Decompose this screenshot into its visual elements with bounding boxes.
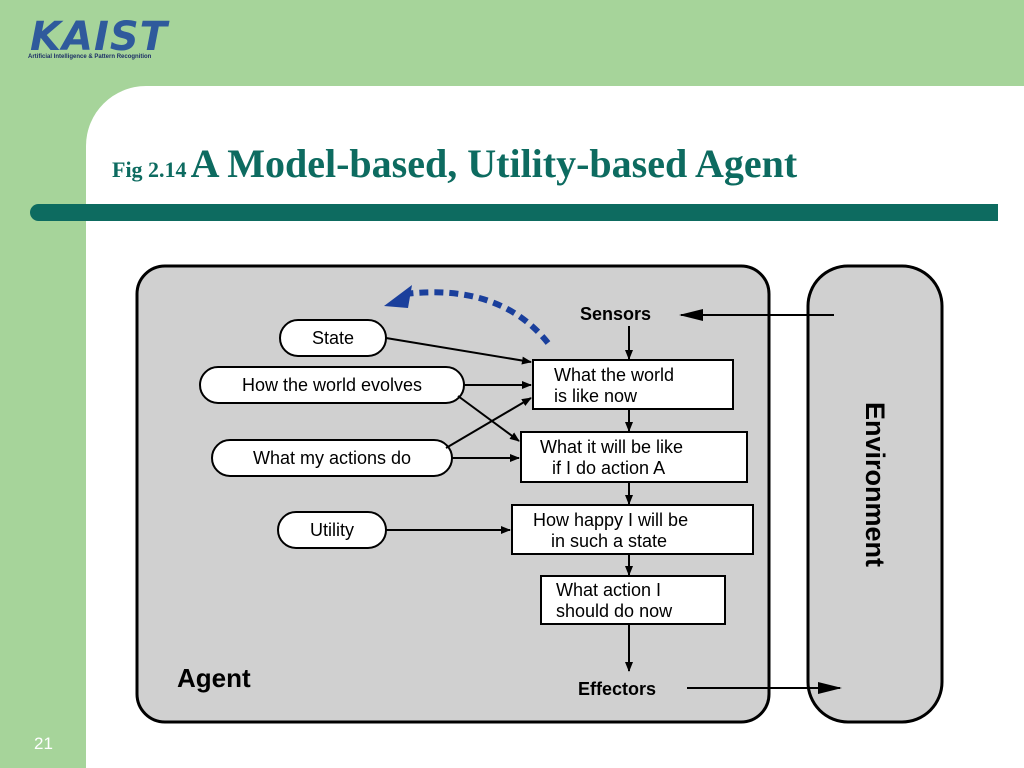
how-happy-box bbox=[511, 504, 754, 555]
if-action-line2: if I do action A bbox=[552, 458, 665, 478]
state-update-arrowhead bbox=[384, 285, 412, 308]
title-underline-bar bbox=[30, 204, 998, 221]
actions-to-world-arrow bbox=[445, 397, 532, 449]
state-label: State bbox=[312, 328, 354, 348]
evolves-to-if-action-arrow bbox=[457, 395, 520, 442]
world-now-box bbox=[532, 359, 734, 410]
what-action-box bbox=[540, 575, 726, 625]
state-to-world-arrow bbox=[385, 337, 532, 365]
slide-title: Fig 2.14 A Model-based, Utility-based Ag… bbox=[112, 140, 797, 187]
page-number: 21 bbox=[34, 734, 53, 753]
world-now-line1: What the world bbox=[554, 365, 674, 385]
title-prefix: Fig 2.14 bbox=[112, 157, 187, 182]
if-action-box bbox=[520, 431, 748, 483]
agent-panel bbox=[135, 264, 771, 724]
agent-label: Agent bbox=[177, 663, 251, 693]
title-main: A Model-based, Utility-based Agent bbox=[190, 141, 798, 186]
how-happy-line1: How happy I will be bbox=[533, 510, 688, 530]
actions-do-label: What my actions do bbox=[253, 448, 411, 468]
state-update-dashed-arrow bbox=[404, 289, 551, 345]
effectors-label: Effectors bbox=[578, 679, 656, 699]
what-action-line1: What action I bbox=[556, 580, 661, 600]
environment-panel bbox=[806, 264, 944, 724]
what-action-line2: should do now bbox=[556, 601, 673, 621]
if-action-line1: What it will be like bbox=[540, 437, 683, 457]
sensors-label: Sensors bbox=[580, 304, 651, 324]
world-now-line2: is like now bbox=[554, 386, 638, 406]
logo-subtext: Artificial Intelligence & Pattern Recogn… bbox=[28, 54, 152, 60]
world-evolves-label: How the world evolves bbox=[242, 375, 422, 395]
logo-text: KAIST bbox=[30, 14, 168, 60]
how-happy-line2: in such a state bbox=[551, 531, 667, 551]
environment-label: Environment bbox=[860, 402, 890, 567]
utility-label: Utility bbox=[310, 520, 354, 540]
